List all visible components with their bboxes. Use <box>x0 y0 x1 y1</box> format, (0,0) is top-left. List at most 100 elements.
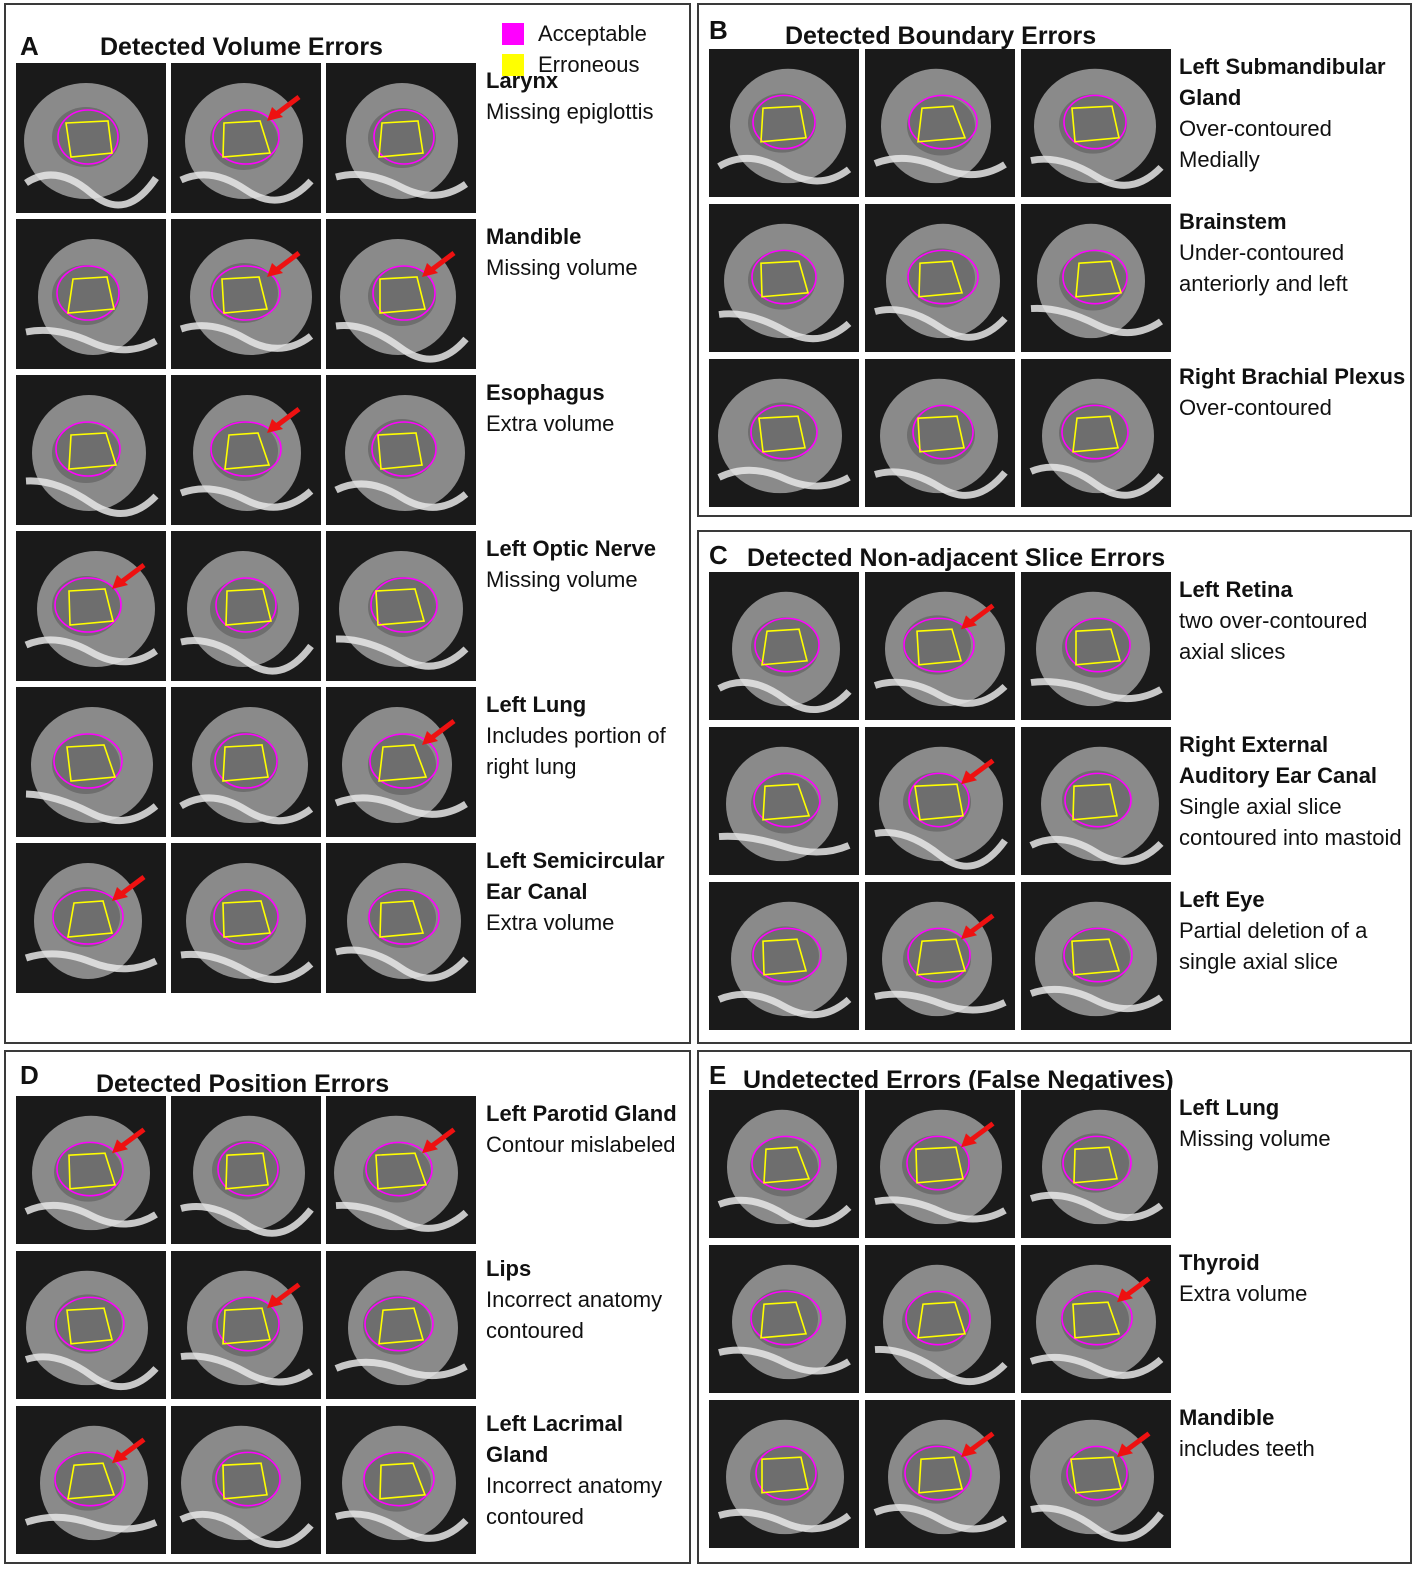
bone <box>1029 1191 1164 1222</box>
ct-image <box>16 1406 166 1554</box>
erroneous-contour <box>1072 415 1120 453</box>
ct-tile <box>326 1251 476 1399</box>
acceptable-contour <box>1065 617 1131 673</box>
acceptable-contour <box>53 733 123 789</box>
acceptable-contour <box>1064 772 1132 828</box>
erroneous-contour <box>224 432 271 470</box>
acceptable-contour <box>1061 404 1129 460</box>
acceptable-contour <box>906 1135 970 1191</box>
acceptable-contour <box>751 1135 821 1191</box>
ct-tile <box>326 1096 476 1244</box>
erroneous-contour <box>375 1152 428 1190</box>
ct-image <box>171 531 321 681</box>
acceptable-contour <box>907 927 971 983</box>
erroneous-contour <box>918 1456 964 1494</box>
ct-tile <box>16 1251 166 1399</box>
bone <box>1030 678 1163 703</box>
ct-tile <box>16 1096 166 1244</box>
erroneous-contour <box>1075 260 1123 298</box>
ct-image <box>16 843 166 993</box>
panel-letter: C <box>709 540 728 570</box>
structure-name: Left Lung <box>1179 1095 1280 1120</box>
error-description: Extra volume <box>1179 1281 1308 1306</box>
error-description: Incorrect anatomy contoured <box>486 1473 663 1529</box>
acceptable-contour <box>754 617 820 673</box>
structure-name: Larynx <box>486 68 559 93</box>
ct-tile <box>16 219 166 369</box>
erroneous-contour <box>66 744 117 782</box>
bone <box>179 485 314 511</box>
ct-tile <box>171 1096 321 1244</box>
ct-image <box>709 1090 859 1238</box>
acceptable-contour <box>54 577 122 633</box>
structure-name: Thyroid <box>1179 1250 1260 1275</box>
error-description: Over-contoured Medially <box>1179 116 1332 172</box>
ct-tile <box>171 687 321 837</box>
legend-label: Erroneous <box>538 52 640 77</box>
erroneous-contour <box>67 900 114 938</box>
bone <box>873 468 1008 499</box>
error-description: Under-contoured anteriorly and left <box>1179 240 1348 296</box>
red-arrow-icon <box>267 407 301 433</box>
structure-name: Right External Auditory Ear Canal <box>1179 732 1378 788</box>
bone <box>874 990 1007 1014</box>
acceptable-contour <box>213 889 279 945</box>
erroneous-contour <box>762 938 808 976</box>
bone <box>718 832 851 856</box>
ct-tile <box>865 882 1015 1030</box>
bone <box>874 1346 1008 1386</box>
red-arrow-icon <box>422 251 456 277</box>
bone <box>718 1346 851 1375</box>
organ-region <box>52 734 120 794</box>
bone <box>335 946 469 982</box>
erroneous-contour <box>1072 1301 1121 1339</box>
erroneous-swatch <box>502 54 524 76</box>
structure-name: Left Parotid Gland <box>486 1101 677 1126</box>
acceptable-contour <box>52 889 124 945</box>
ct-image <box>1021 727 1171 875</box>
error-description: Extra volume <box>486 411 615 436</box>
erroneous-contour <box>914 783 964 821</box>
ct-image <box>1021 1245 1171 1393</box>
red-arrow-icon <box>267 1282 301 1309</box>
panel-letter: E <box>709 1060 727 1090</box>
ct-tile <box>1021 204 1171 352</box>
structure-name: Brainstem <box>1179 209 1287 234</box>
ct-tile <box>326 843 476 993</box>
bone <box>179 794 314 825</box>
acceptable-contour <box>1062 1135 1132 1191</box>
ct-tile <box>865 359 1015 507</box>
erroneous-contour <box>761 628 809 666</box>
acceptable-contour <box>55 421 121 477</box>
ct-tile <box>709 49 859 197</box>
organ-region <box>210 890 278 950</box>
acceptable-contour <box>57 109 119 165</box>
ct-image <box>326 219 476 369</box>
bone <box>334 1510 469 1542</box>
organ-region <box>212 1140 280 1200</box>
acceptable-contour <box>753 772 821 828</box>
bone <box>717 1196 852 1228</box>
ct-image <box>709 204 859 352</box>
ct-image <box>171 1406 321 1554</box>
panel-letter: A <box>20 31 39 61</box>
panel-e: E Undetected Errors (False Negatives) Le… <box>697 1050 1412 1564</box>
ct-tile <box>16 843 166 993</box>
ct-image <box>171 843 321 993</box>
acceptable-contour <box>215 1451 281 1507</box>
bone <box>24 1201 158 1228</box>
erroneous-contour <box>918 260 964 298</box>
bone <box>874 1196 1007 1223</box>
structure-name: Left Retina <box>1179 577 1293 602</box>
panel-letter: D <box>20 1060 39 1090</box>
bone <box>873 154 1007 179</box>
organ-region <box>368 419 436 479</box>
bone <box>1030 304 1164 337</box>
ct-tile <box>1021 727 1171 875</box>
erroneous-contour <box>225 1152 269 1190</box>
ct-image <box>171 1096 321 1244</box>
